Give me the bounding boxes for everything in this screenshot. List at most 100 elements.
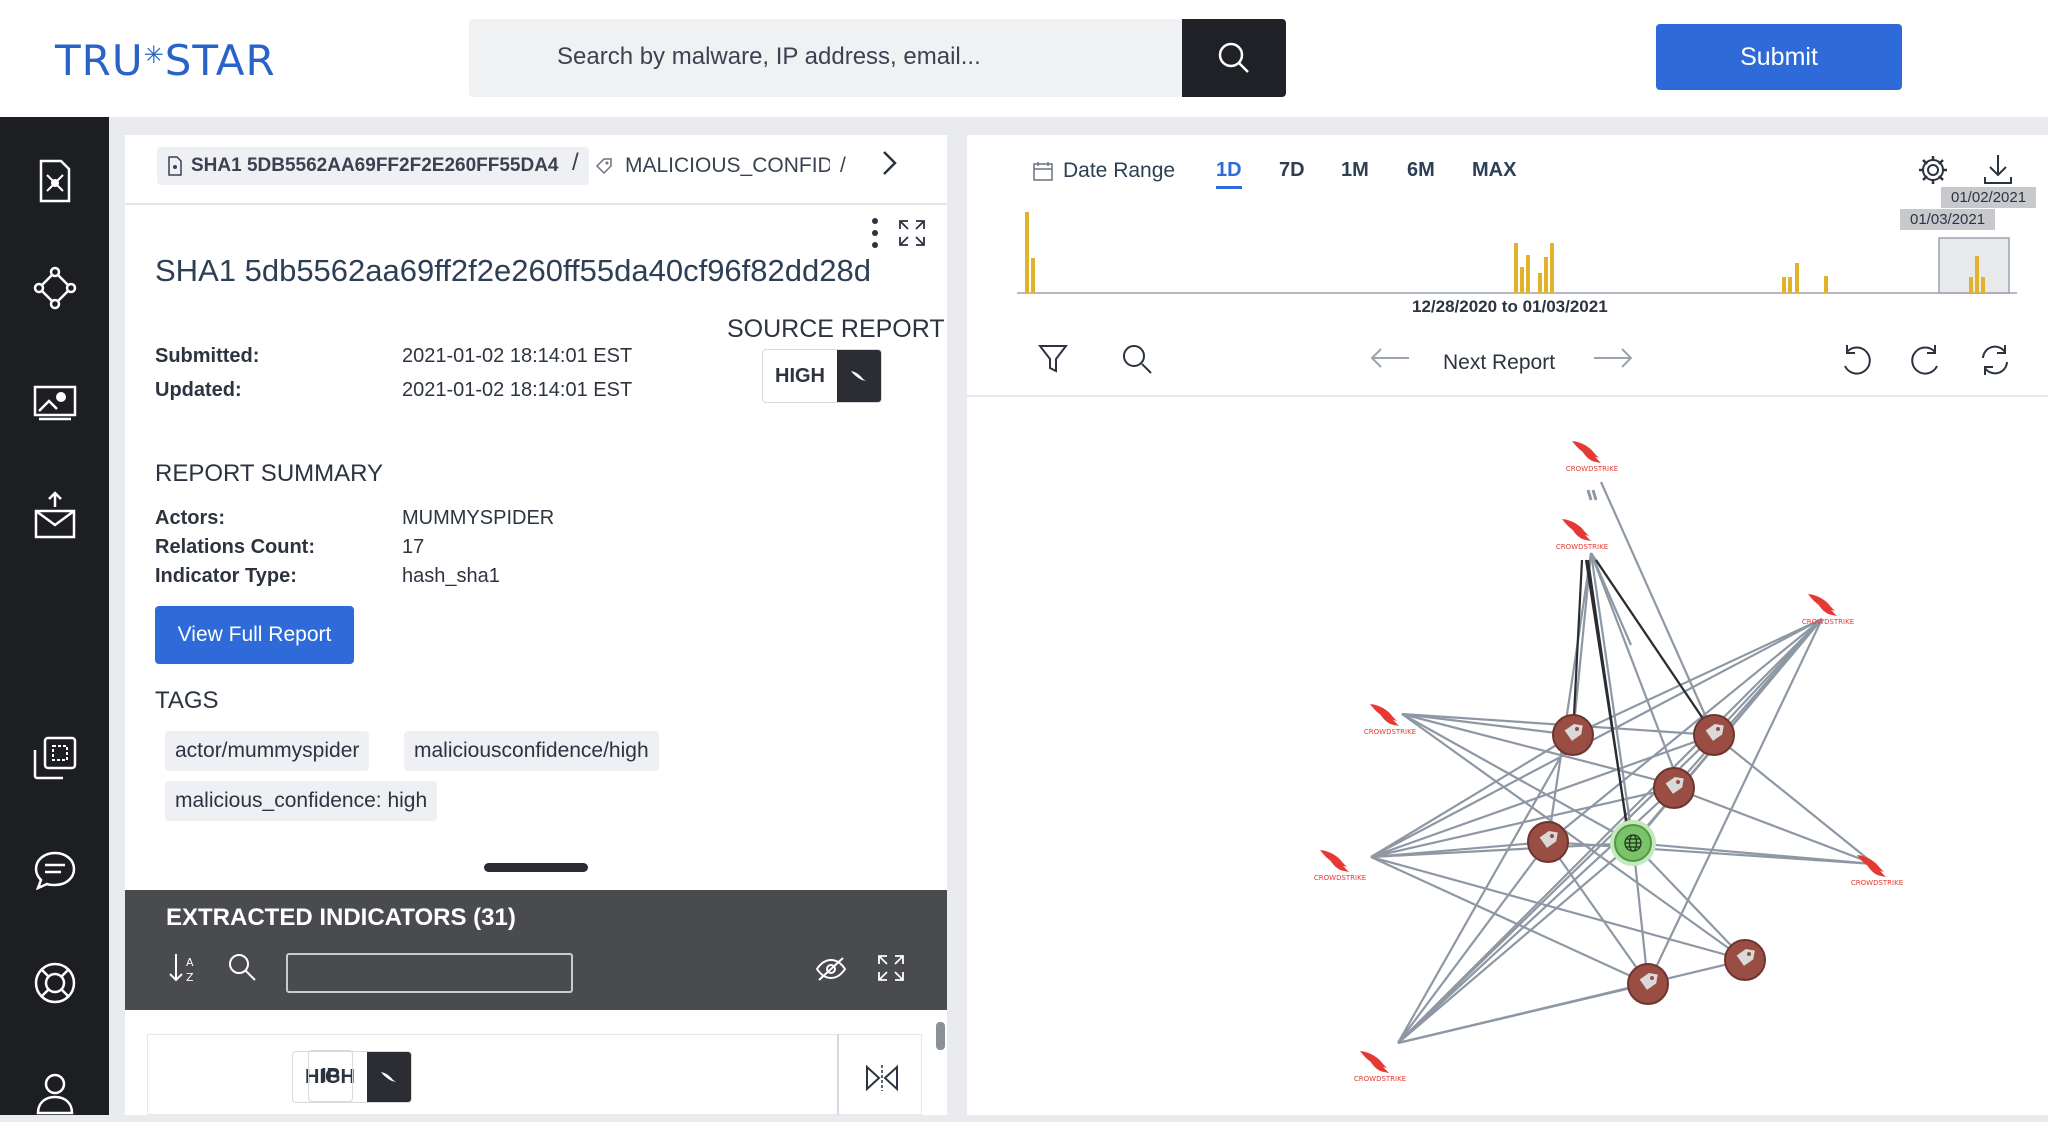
view-full-report-button[interactable]: View Full Report: [155, 606, 354, 664]
next-report-label: Next Report: [1443, 351, 1556, 374]
relations-count-value: 17: [402, 536, 425, 558]
expand-icon[interactable]: [898, 219, 926, 247]
graph-edges: [1370, 481, 1875, 1045]
next-report-arrow-icon[interactable]: [1592, 347, 1634, 369]
reports-icon: [39, 159, 71, 203]
breadcrumb-item-indicator[interactable]: SHA1 5DB5562AA69FF2F2E260FF55DA4: [157, 147, 589, 185]
tag-node[interactable]: [1527, 821, 1569, 863]
sidebar-item-mail[interactable]: [27, 487, 83, 543]
dashboard-icon: [33, 385, 77, 421]
pivot-graph-icon[interactable]: [865, 1063, 899, 1093]
sidebar-item-reports[interactable]: [27, 153, 83, 209]
histogram-bar: [1550, 243, 1554, 293]
tags-heading: TAGS: [155, 687, 219, 714]
file-icon: [168, 156, 182, 176]
crowdstrike-node[interactable]: CROWDSTRIKE: [1802, 594, 1854, 626]
crowdstrike-node[interactable]: CROWDSTRIKE: [1851, 855, 1903, 887]
crowdstrike-node[interactable]: CROWDSTRIKE: [1556, 519, 1608, 551]
refresh-icon[interactable]: [1977, 342, 2013, 378]
redo-icon[interactable]: [1907, 342, 1943, 378]
globe-icon: [1624, 834, 1642, 852]
sidebar-item-graph[interactable]: [27, 260, 83, 316]
sidebar-item-help[interactable]: [27, 955, 83, 1011]
graph-canvas[interactable]: CROWDSTRIKE CROWDSTRIKE CROWDSTRIKE CROW…: [967, 397, 2048, 1117]
badge-label: HIGH: [775, 364, 825, 387]
svg-text:CROWDSTRIKE: CROWDSTRIKE: [1566, 465, 1618, 473]
tag-chip[interactable]: malicious_confidence: high: [165, 781, 438, 821]
more-vertical-icon[interactable]: [871, 217, 879, 249]
timeline-histogram[interactable]: [1017, 190, 2017, 330]
submit-button[interactable]: Submit: [1656, 24, 1902, 90]
relationship-graph[interactable]: CROWDSTRIKE CROWDSTRIKE CROWDSTRIKE CROW…: [967, 395, 2048, 1115]
resize-handle[interactable]: [484, 863, 588, 872]
indicator-list-item[interactable]: HIGH: [147, 1034, 922, 1115]
undo-icon[interactable]: [1839, 342, 1875, 378]
previous-report-arrow-icon[interactable]: [1369, 347, 1411, 369]
histogram-bar: [1031, 258, 1035, 293]
search-button[interactable]: [1182, 19, 1286, 97]
crowdstrike-node[interactable]: CROWDSTRIKE: [1314, 850, 1366, 882]
date-range-control[interactable]: Date Range: [1033, 159, 1175, 183]
histogram-bar: [1544, 257, 1548, 293]
histogram-bar: [1788, 277, 1792, 293]
tag-node[interactable]: [1552, 714, 1594, 756]
submitted-label: Submitted:: [155, 345, 260, 367]
download-icon[interactable]: [1982, 153, 2014, 185]
svg-text:A: A: [186, 956, 194, 969]
source-confidence-badge: HIGH: [762, 349, 882, 403]
breadcrumb-separator: /: [572, 149, 579, 176]
indicator-type-value: hash_sha1: [402, 565, 500, 587]
histogram-bar: [1520, 267, 1524, 293]
tag-chip[interactable]: maliciousconfidence/high: [404, 731, 659, 771]
crowdstrike-node[interactable]: CROWDSTRIKE: [1354, 1051, 1406, 1083]
hide-eye-icon[interactable]: [815, 956, 847, 982]
updated-value: 2021-01-02 18:14:01 EST: [402, 379, 633, 401]
expand-icon[interactable]: [877, 954, 905, 982]
selected-range-window[interactable]: [1938, 237, 2010, 294]
trustar-logo[interactable]: TRU✳STAR: [55, 36, 276, 85]
breadcrumb: SHA1 5DB5562AA69FF2F2E260FF55DA4 / MALIC…: [125, 135, 947, 205]
search-icon[interactable]: [1121, 343, 1153, 375]
range-tab-7d[interactable]: 7D: [1279, 159, 1305, 181]
histogram-bar: [1981, 277, 1985, 293]
filter-icon[interactable]: [1038, 343, 1068, 375]
relations-count-label: Relations Count:: [155, 536, 315, 558]
sidebar-item-enclaves[interactable]: [27, 730, 83, 786]
tag-node[interactable]: [1627, 963, 1669, 1005]
graph-nodes-icon: [33, 266, 77, 310]
range-tab-1d[interactable]: 1D: [1216, 159, 1242, 189]
gear-icon[interactable]: [1916, 153, 1950, 187]
histogram-bar: [1514, 243, 1518, 293]
tag-node[interactable]: [1693, 714, 1735, 756]
breadcrumb-separator: /: [840, 154, 846, 177]
sidebar-item-dashboard[interactable]: [27, 375, 83, 431]
range-tab-max[interactable]: MAX: [1472, 159, 1517, 181]
search-icon[interactable]: [227, 952, 257, 982]
crowdstrike-node[interactable]: CROWDSTRIKE: [1364, 704, 1416, 736]
tag-node[interactable]: [1724, 939, 1766, 981]
indicator-filter-input[interactable]: [286, 953, 573, 993]
graph-dark-edges: [1571, 559, 1715, 836]
sidebar-item-profile[interactable]: [27, 1065, 83, 1121]
tag-node[interactable]: [1653, 767, 1695, 809]
indicator-scrollbar[interactable]: [936, 1022, 945, 1050]
range-tab-6m[interactable]: 6M: [1407, 159, 1435, 181]
search-bar: Search by malware, IP address, email...: [469, 19, 1286, 97]
crowdstrike-node[interactable]: CROWDSTRIKE: [1566, 441, 1618, 473]
breadcrumb-next-button[interactable]: [881, 149, 899, 185]
spacer: [1467, 238, 1553, 246]
search-input[interactable]: Search by malware, IP address, email...: [557, 43, 981, 70]
range-tab-1m[interactable]: 1M: [1341, 159, 1369, 181]
indicator-type-label: Indicator Type:: [155, 565, 297, 587]
tag-chip[interactable]: actor/mummyspider: [165, 731, 370, 771]
histogram-bar: [1969, 277, 1973, 293]
ip-node[interactable]: [1610, 820, 1656, 866]
histogram-bar: [1795, 263, 1799, 293]
sidebar-item-chat[interactable]: [27, 842, 83, 898]
user-profile-icon: [36, 1073, 74, 1115]
breadcrumb-item-tag[interactable]: MALICIOUS_CONFIDE /: [595, 147, 955, 185]
sort-az-icon[interactable]: AZ: [168, 952, 198, 984]
report-title: SHA1 5db5562aa69ff2f2e260ff55da40cf96f82…: [155, 253, 871, 288]
histogram-bar: [1025, 212, 1029, 293]
